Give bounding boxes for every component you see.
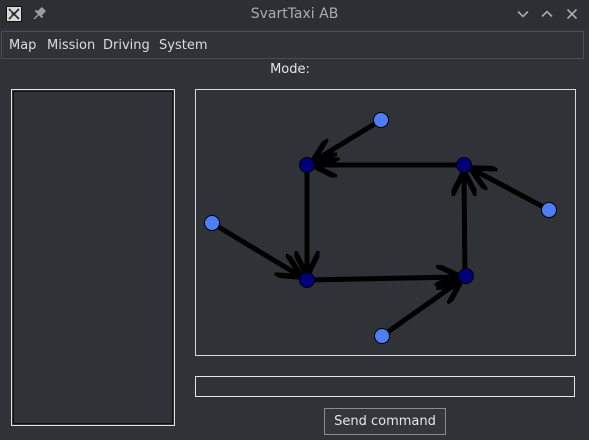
graph-edge	[380, 281, 460, 339]
menu-system[interactable]: System	[159, 38, 208, 53]
menu-mission[interactable]: Mission	[47, 38, 96, 53]
mode-label: Mode:	[270, 62, 310, 77]
graph-edge	[210, 220, 300, 276]
graph-node[interactable]	[299, 272, 315, 288]
menu-map[interactable]: Map	[9, 38, 37, 53]
window-title: SvartTaxi AB	[250, 6, 339, 22]
graph-node[interactable]	[541, 202, 557, 218]
pin-icon[interactable]	[31, 5, 47, 23]
minimize-icon[interactable]	[516, 7, 530, 21]
send-command-button[interactable]: Send command	[324, 408, 446, 435]
graph-edge	[314, 117, 383, 161]
title-bar: SvartTaxi AB	[0, 0, 589, 29]
menu-bar: Map Mission Driving System	[1, 31, 584, 59]
graph-node[interactable]	[204, 215, 220, 231]
graph-node[interactable]	[374, 328, 390, 344]
graph-edge	[472, 169, 551, 213]
map-graph	[204, 112, 557, 344]
graph-node[interactable]	[458, 268, 474, 284]
command-input[interactable]	[195, 376, 575, 397]
mission-list-panel[interactable]	[11, 89, 175, 426]
graph-node[interactable]	[373, 112, 389, 128]
map-panel[interactable]	[195, 89, 576, 356]
close-icon[interactable]	[565, 7, 579, 21]
menu-driving[interactable]: Driving	[103, 38, 150, 53]
graph-node[interactable]	[456, 157, 472, 173]
graph-edge	[306, 277, 459, 280]
app-logo-icon	[6, 6, 22, 22]
graph-edge	[464, 173, 465, 277]
maximize-icon[interactable]	[540, 7, 554, 21]
graph-node[interactable]	[299, 157, 315, 173]
